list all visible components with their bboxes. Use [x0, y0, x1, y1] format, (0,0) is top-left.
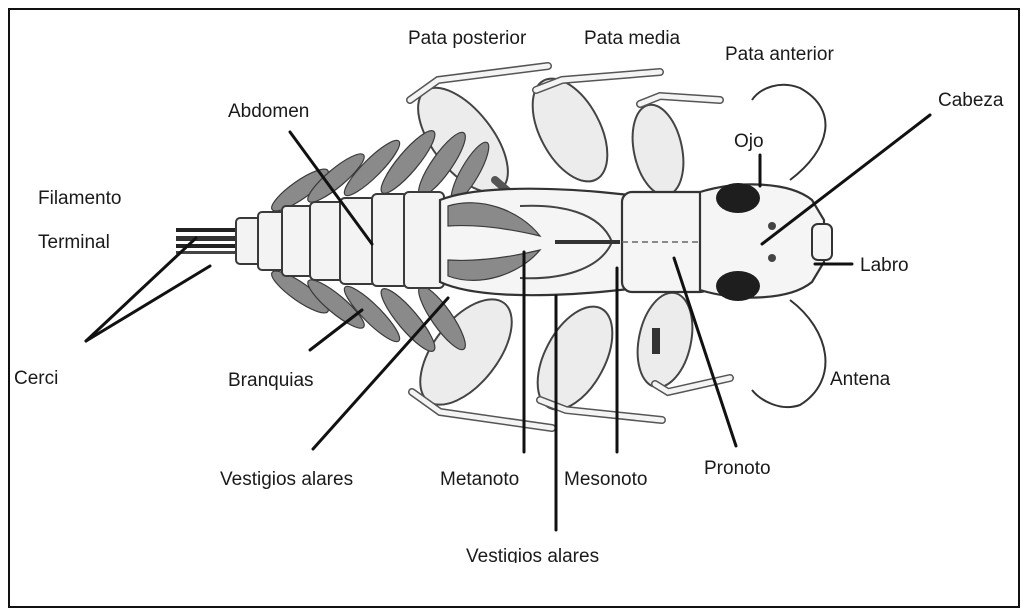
label-pata-posterior: Pata posterior [408, 28, 527, 49]
front-leg-lower [630, 288, 730, 393]
mayfly-nymph-diagram: Pata posterior Pata media Pata anterior … [0, 0, 1028, 563]
label-pata-media: Pata media [584, 28, 681, 49]
label-abdomen: Abdomen [228, 101, 309, 122]
label-terminal: Terminal [38, 232, 110, 253]
label-cabeza: Cabeza [938, 90, 1004, 111]
abdomen-segments [236, 192, 444, 288]
label-filamento: Filamento [38, 188, 121, 209]
thorax [440, 189, 710, 295]
label-labro: Labro [860, 255, 909, 276]
label-cerci: Cerci [14, 368, 58, 389]
leader-cerci-2 [86, 266, 210, 341]
front-leg-upper [625, 96, 720, 200]
label-branquias: Branquias [228, 370, 314, 391]
label-vestigios-alares-2: Vestigios alares [466, 546, 599, 563]
label-pronoto: Pronoto [704, 458, 771, 479]
label-antena: Antena [830, 369, 891, 390]
label-pata-anterior: Pata anterior [725, 44, 834, 65]
label-metanoto: Metanoto [440, 469, 519, 490]
leader-cabeza [762, 115, 930, 244]
label-vestigios-alares-1: Vestigios alares [220, 469, 353, 490]
leader-cerci-1 [86, 238, 196, 341]
label-ojo: Ojo [734, 131, 764, 152]
label-mesonoto: Mesonoto [564, 469, 647, 490]
